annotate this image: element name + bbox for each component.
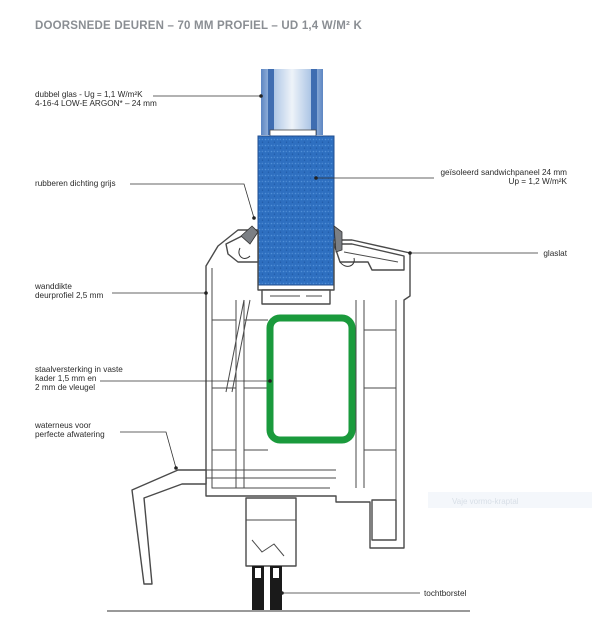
watermark: Vaje vormo-kraptal [452,497,519,506]
threshold-profile [245,497,297,567]
svg-text:perfecte afwatering: perfecte afwatering [35,430,105,439]
svg-text:rubberen dichting grijs: rubberen dichting grijs [35,179,116,188]
label-glaslat: glaslat [408,249,568,258]
steel-reinforcement [266,314,356,444]
label-wall-thickness: wanddikte deurprofiel 2,5 mm [34,282,208,300]
label-steel: staalversterking in vaste kader 1,5 mm e… [35,365,272,392]
label-glass: dubbel glas - Ug = 1,1 W/m²K 4-16-4 LOW-… [35,90,263,108]
label-draught-brush: tochtborstel [280,589,467,598]
svg-text:deurprofiel 2,5 mm: deurprofiel 2,5 mm [35,291,103,300]
draught-brush [252,566,282,610]
svg-text:geïsoleerd sandwichpaneel 24 m: geïsoleerd sandwichpaneel 24 mm [440,168,567,177]
svg-text:waterneus voor: waterneus voor [34,421,91,430]
rubber-seal [238,225,355,267]
svg-text:staalversterking in vaste: staalversterking in vaste [35,365,123,374]
drip-nose [131,469,207,585]
sandwich-panel [257,135,335,286]
double-glazing [261,69,323,137]
diagram-title: DOORSNEDE DEUREN – 70 MM PROFIEL – UD 1,… [35,20,362,32]
label-drip-nose: waterneus voor perfecte afwatering [34,421,178,470]
svg-text:dubbel glas - Ug = 1,1 W/m²K: dubbel glas - Ug = 1,1 W/m²K [35,90,143,99]
svg-text:4-16-4 LOW-E ARGON* – 24 mm: 4-16-4 LOW-E ARGON* – 24 mm [35,99,157,108]
frame-profile [205,229,411,549]
svg-text:tochtborstel: tochtborstel [424,589,467,598]
svg-text:wanddikte: wanddikte [34,282,72,291]
label-sandwich-panel: geïsoleerd sandwichpaneel 24 mm Up = 1,2… [314,168,568,186]
svg-text:2 mm de vleugel: 2 mm de vleugel [35,383,95,392]
svg-text:kader 1,5 mm en: kader 1,5 mm en [35,374,97,383]
label-rubber-seal: rubberen dichting grijs [35,179,256,220]
svg-text:Up = 1,2 W/m²K: Up = 1,2 W/m²K [509,177,568,186]
svg-text:glaslat: glaslat [543,249,567,258]
